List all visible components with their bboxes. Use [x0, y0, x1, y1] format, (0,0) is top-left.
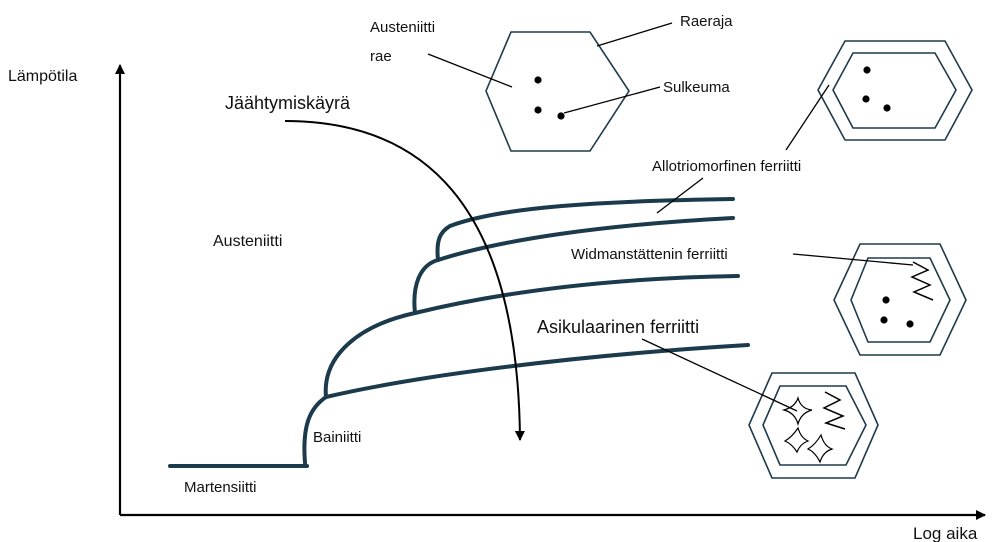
curve-acicular	[304, 345, 748, 463]
cooling-curve-label: Jäähtymiskäyrä	[225, 93, 351, 113]
widmanstatten-ferrite-grain	[834, 244, 966, 355]
widmanstatten-plates	[912, 262, 933, 300]
inclusion-dot	[880, 316, 887, 323]
acicular-needle-cluster	[784, 398, 812, 424]
inclusion-dot	[534, 76, 541, 83]
inclusion-dot	[557, 112, 564, 119]
austenite-grain-label-line1: Austeniitti	[370, 19, 435, 36]
austenite-region-label: Austeniitti	[213, 233, 282, 250]
inner-hexagon	[851, 258, 950, 342]
inclusion-dot	[906, 320, 913, 327]
austenite-grain-diagram	[486, 32, 629, 151]
acicular-leader	[642, 339, 797, 411]
outer-hexagon	[818, 41, 972, 140]
inclusion-dot	[882, 296, 889, 303]
acicular-ferrite-label: Asikulaarinen ferriitti	[537, 317, 699, 337]
inclusion-dot	[883, 104, 890, 111]
inclusion-dot	[863, 66, 870, 73]
inclusion-dot	[862, 95, 869, 102]
widmanstatten-plates	[824, 392, 845, 429]
x-axis-label: Log aika	[913, 524, 978, 542]
austenite-grain-label-line2: rae	[370, 48, 392, 65]
allotriomorphic-ferrite-grain	[818, 41, 972, 140]
acicular-needle-cluster	[808, 435, 832, 462]
allotriomorphic-ferrite-label: Allotriomorfinen ferriitti	[652, 158, 801, 175]
grain-boundary-leader	[597, 23, 672, 46]
martensite-label: Martensiitti	[184, 479, 257, 496]
widmanstatten-ferrite-label: Widmanstättenin ferriitti	[571, 246, 728, 263]
cooling-curve	[285, 121, 520, 440]
acicular-needle-cluster	[785, 428, 808, 452]
inclusion-label: Sulkeuma	[663, 79, 730, 96]
widmanstatten-leader	[793, 254, 913, 265]
acicular-ferrite-grain	[749, 373, 878, 478]
inclusion-dot	[534, 106, 541, 113]
outer-hexagon	[834, 244, 966, 355]
inner-hexagon	[833, 53, 956, 128]
outer-hexagon	[749, 373, 878, 478]
allotriomorphic-leader-bottom	[657, 178, 703, 213]
curve-allotriomorphic-lower	[414, 218, 733, 313]
grain-hexagon	[486, 32, 629, 151]
y-axis-label: Lämpötila	[8, 68, 77, 85]
grain-boundary-label: Raeraja	[680, 13, 733, 30]
inclusion-leader	[564, 87, 660, 113]
bainite-label: Bainiitti	[313, 429, 361, 446]
allotriomorphic-leader-top	[786, 85, 829, 150]
